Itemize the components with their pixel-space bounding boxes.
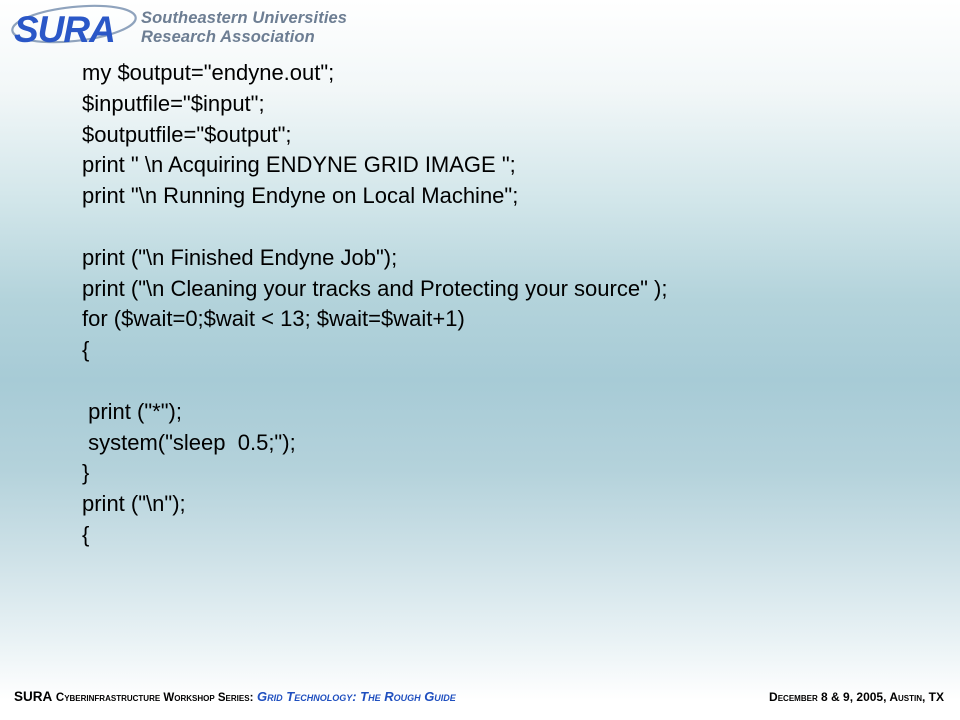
footer-date-location: December 8 & 9, 2005, Austin, TX <box>769 690 944 704</box>
code-line: my $output="endyne.out"; <box>82 60 335 85</box>
code-line <box>82 366 942 397</box>
code-line: } <box>82 460 90 486</box>
code-line: $inputfile="$input"; <box>82 90 265 116</box>
code-line: print ("*"); <box>82 398 182 424</box>
org-name-line2: Research Association <box>141 28 315 46</box>
footer-series-title: Grid Technology: The Rough Guide <box>257 689 456 704</box>
code-line: for ($wait=0;$wait < 13; $wait=$wait+1) <box>82 306 465 332</box>
code-line: { <box>82 521 90 547</box>
code-line: print "\n Running Endyne on Local Machin… <box>82 183 519 209</box>
org-name: Southeastern Universities Research Assoc… <box>141 9 347 47</box>
logo-swoosh <box>11 4 137 44</box>
code-line: print " \n Acquiring ENDYNE GRID IMAGE "… <box>82 152 516 178</box>
code-line: { <box>82 337 90 363</box>
org-name-line1: Southeastern Universities <box>141 9 348 27</box>
footer-workshop: Cyberinfrastructure Workshop Series: <box>55 692 254 704</box>
footer: SURA Cyberinfrastructure Workshop Series… <box>14 687 944 707</box>
logo-text: SURA <box>14 9 115 48</box>
code-line: system("sleep 0.5;"); <box>82 429 296 455</box>
code-line: print ("\n Finished Endyne Job"); <box>82 244 398 270</box>
footer-org: SURA <box>14 689 53 704</box>
code-line <box>82 212 942 243</box>
code-block: my $output="endyne.out"; $inputfile="$inp… <box>82 58 942 551</box>
code-line: $outputfile="$output"; <box>82 121 292 147</box>
code-line: print ("\n"); <box>82 491 186 517</box>
footer-left: SURA Cyberinfrastructure Workshop Series… <box>14 687 456 708</box>
sura-logo: SURA <box>11 4 137 48</box>
code-line: print ("\n Cleaning your tracks and Prot… <box>82 275 668 301</box>
